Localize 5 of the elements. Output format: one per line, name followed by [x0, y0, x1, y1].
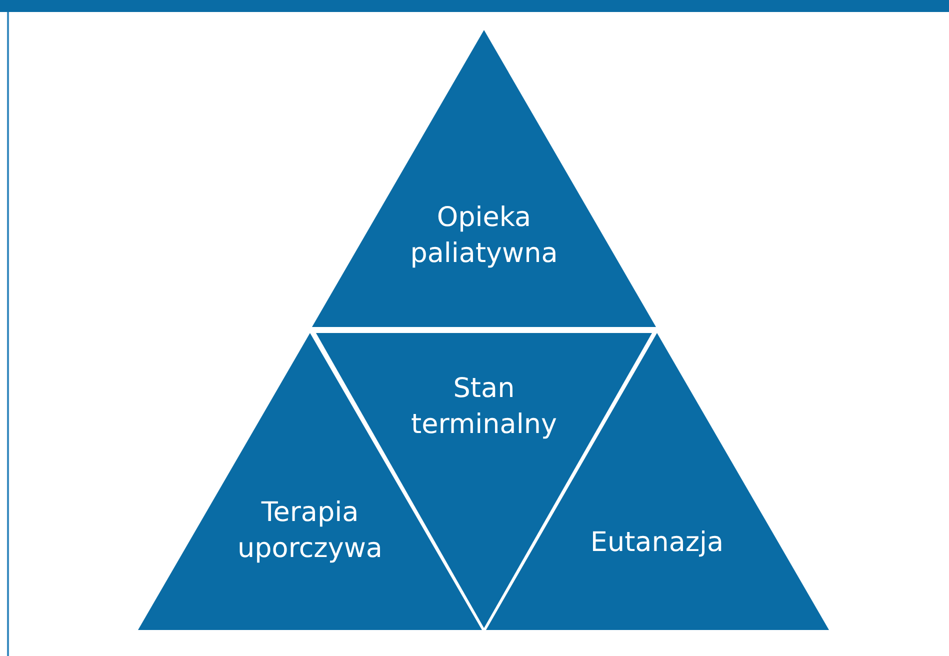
segment-label: Terapia uporczywa [236, 496, 384, 566]
segment-label: Stan terminalny [410, 372, 558, 442]
triangle-segment [312, 30, 656, 327]
segment-label: Eutanazja [589, 526, 725, 560]
segment-label: Opieka paliatywna [409, 201, 559, 271]
